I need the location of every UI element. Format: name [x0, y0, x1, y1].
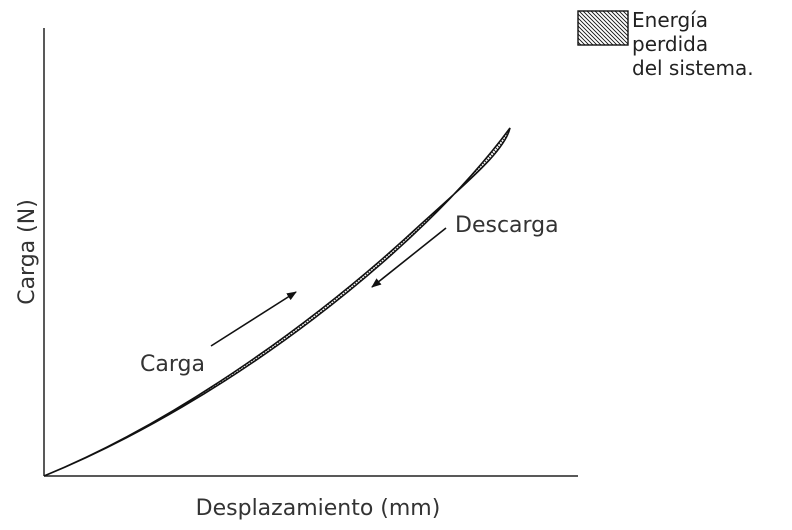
- loading-label: Carga: [140, 352, 205, 377]
- legend-text: Energía perdida del sistema.: [632, 8, 754, 80]
- loading-arrow: [210, 291, 297, 347]
- legend-swatch: [577, 10, 629, 46]
- hysteresis-loop: [43, 127, 511, 477]
- y-axis-label: Carga (N): [15, 199, 40, 305]
- legend-line-1: Energía: [632, 8, 708, 32]
- x-axis-label: Desplazamiento (mm): [196, 496, 441, 521]
- legend-line-3: del sistema.: [632, 56, 754, 80]
- unloading-label: Descarga: [455, 213, 559, 238]
- unloading-arrow: [371, 227, 447, 288]
- legend-line-2: perdida: [632, 32, 709, 56]
